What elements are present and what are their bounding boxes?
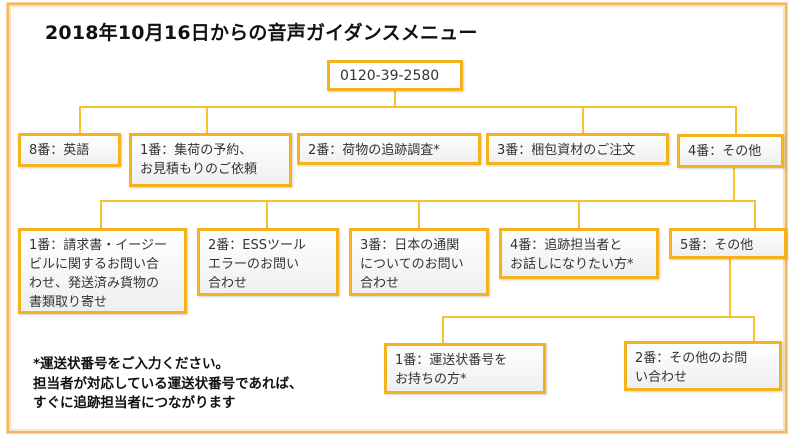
footnote-line-1: *運送状番号をご入力ください。 [33, 356, 230, 372]
connector [79, 106, 81, 134]
menu-option-tracking: 2番：荷物の追跡調査* [297, 133, 481, 165]
connector [733, 166, 735, 202]
connector [418, 200, 420, 229]
connector [266, 200, 268, 229]
connector [100, 200, 756, 202]
connector [79, 106, 737, 108]
footnote-line-3: すぐに追跡担当者につながります [33, 395, 236, 411]
footnote-line-2: 担当者が対応している運送状番号であれば、 [33, 375, 303, 392]
outer-frame [7, 3, 787, 433]
page-title: 2018年10月16日からの音声ガイダンスメニュー [45, 22, 478, 44]
connector [735, 106, 737, 134]
submenu-option-billing: 1番：請求書・イージー ビルに関するお問い合 わせ、発送済み貨物の 書類取り寄せ [18, 228, 187, 314]
phone-number-box: 0120-39-2580 [327, 60, 463, 91]
menu-option-english: 8番：英語 [18, 133, 121, 167]
connector [442, 316, 755, 318]
submenu-option-customs: 3番：日本の通関 についてのお問い 合わせ [349, 228, 489, 296]
submenu-option-tracking-agent: 4番：追跡担当者と お話しになりたい方* [499, 228, 659, 279]
connector [442, 316, 444, 344]
connector [754, 200, 756, 229]
subsubmenu-option-waybill: 1番：運送状番号を お持ちの方* [384, 343, 546, 394]
submenu-option-ess-tool: 2番：ESSツール エラーのお問い 合わせ [197, 228, 339, 296]
menu-option-other: 4番：その他 [677, 134, 784, 168]
submenu-option-other: 5番：その他 [669, 228, 787, 259]
connector [729, 258, 731, 318]
connector [100, 200, 102, 229]
subsubmenu-option-other-inquiry: 2番：その他のお問 い合わせ [624, 341, 782, 391]
connector [206, 106, 208, 134]
footnote: *運送状番号をご入力ください。 担当者が対応している運送状番号であれば、 すぐに… [33, 355, 302, 414]
connector [578, 200, 580, 229]
connector [394, 90, 396, 108]
connector [753, 316, 755, 342]
menu-option-packaging: 3番：梱包資材のご注文 [486, 133, 669, 165]
menu-option-pickup: 1番：集荷の予約、 お見積もりのご依頼 [129, 133, 292, 187]
connector [582, 106, 584, 134]
